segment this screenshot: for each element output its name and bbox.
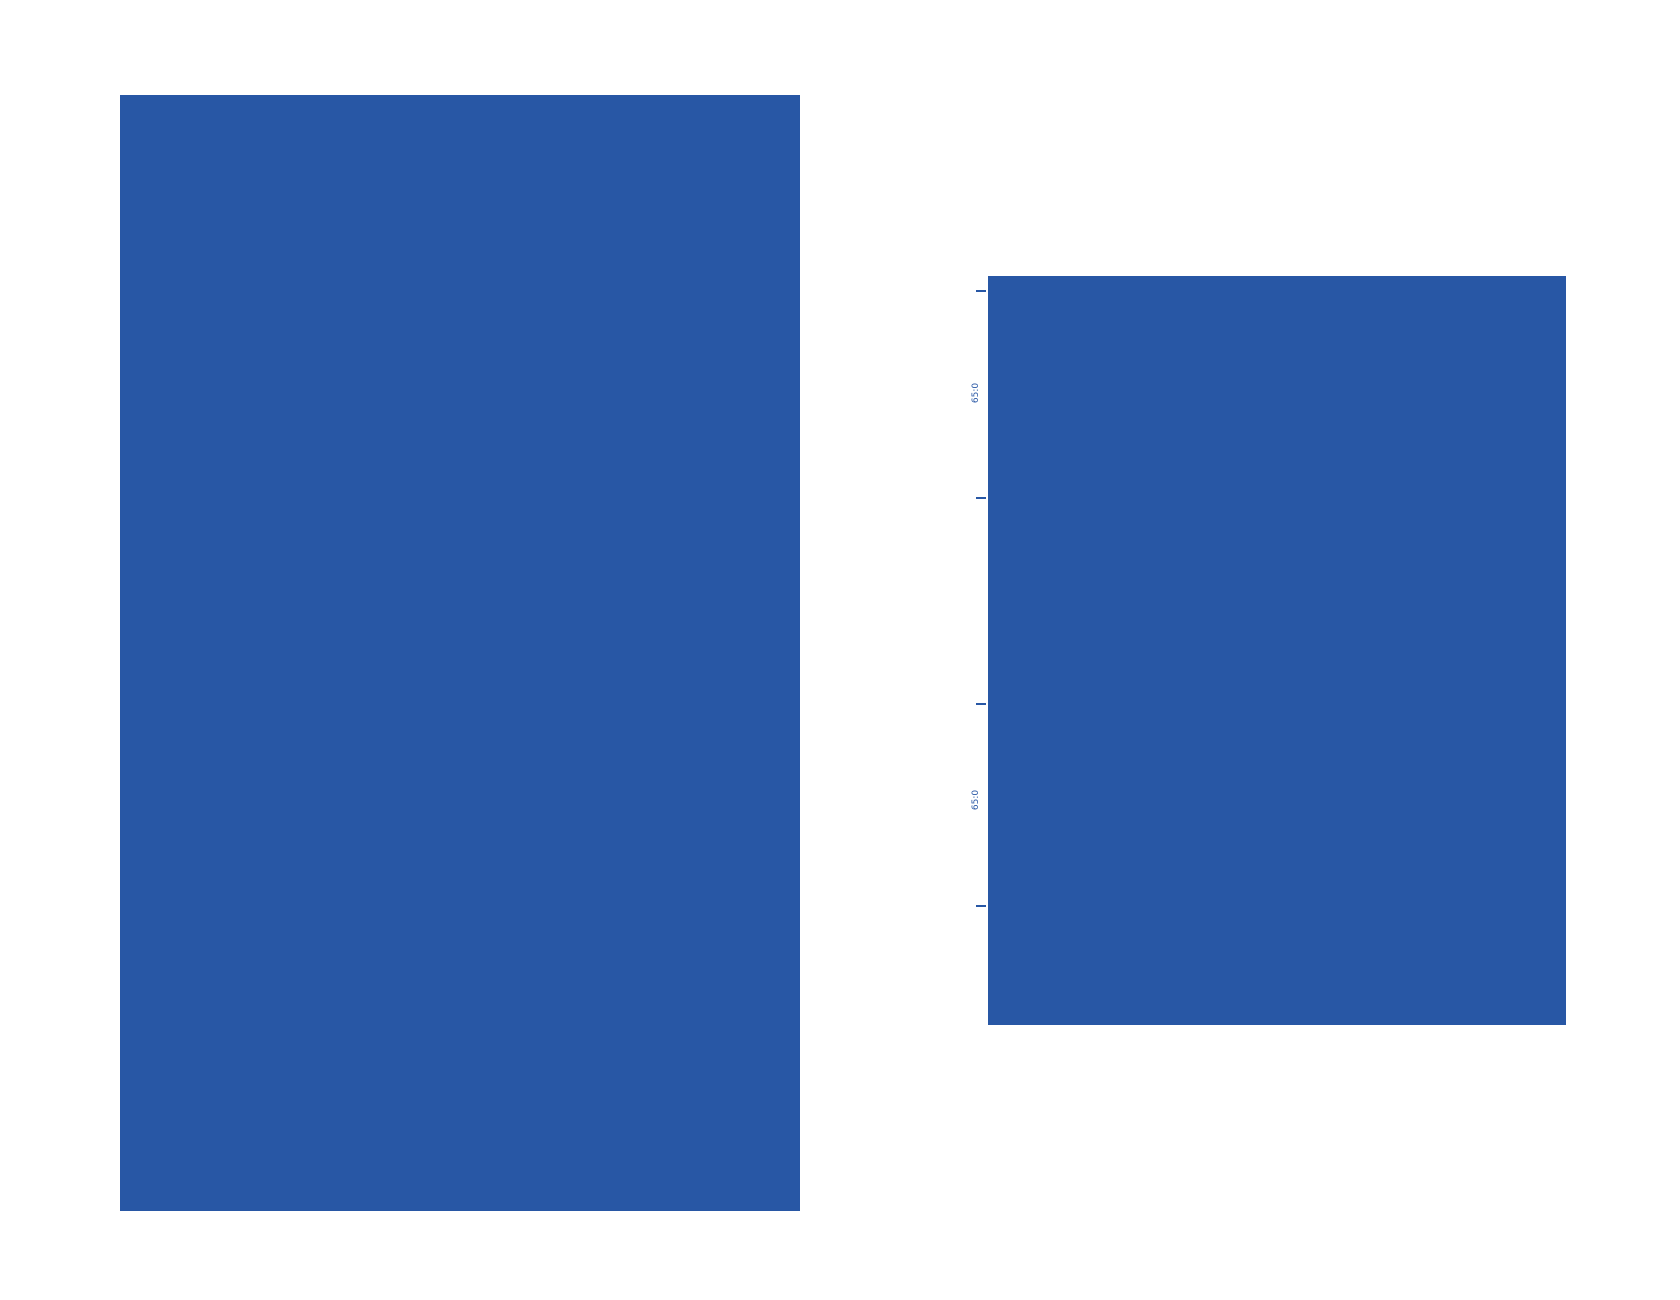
y-axis-tick xyxy=(976,905,986,907)
y-axis-tick xyxy=(976,497,986,499)
y-axis-tick xyxy=(976,290,986,292)
y-axis-tick-label: 65:0 xyxy=(971,382,981,404)
right-plot-area xyxy=(988,276,1566,1025)
y-axis-tick-label: 65:0 xyxy=(971,789,981,811)
y-axis-tick xyxy=(976,703,986,705)
left-plot-area xyxy=(120,95,800,1211)
